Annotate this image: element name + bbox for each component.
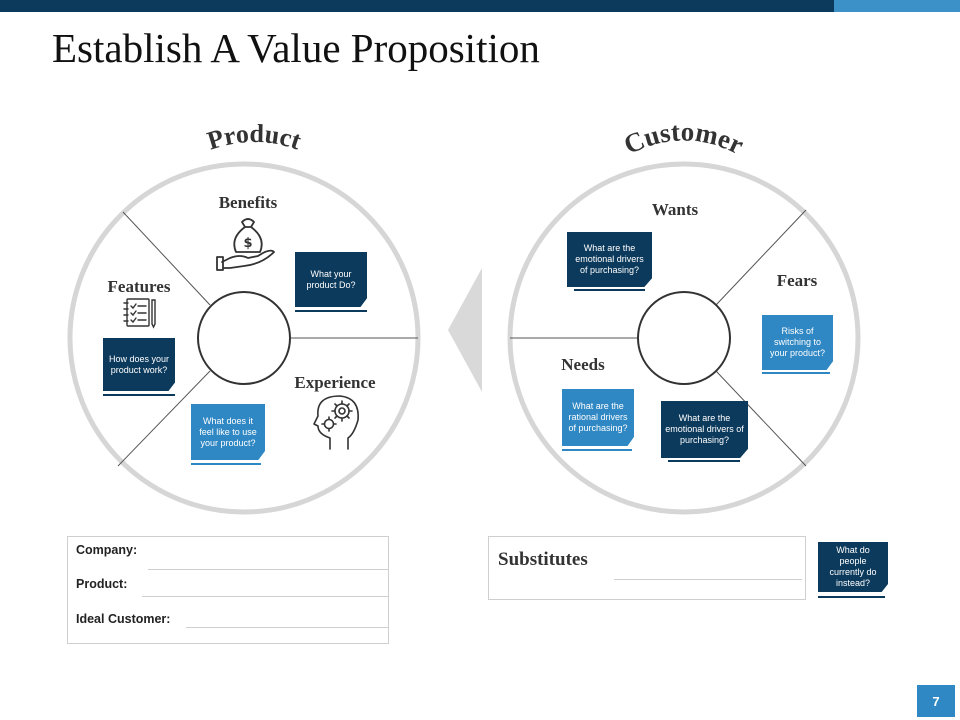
fears-note-underline	[762, 372, 830, 374]
features-label: Features	[108, 277, 171, 296]
needs-note-underline	[562, 449, 632, 451]
product-heading: Product	[204, 119, 305, 156]
product-divider-bottom	[117, 370, 211, 467]
wants-note-underline	[574, 289, 645, 291]
fears-label: Fears	[777, 271, 818, 290]
experience-note: What does it feel like to use your produ…	[191, 404, 265, 460]
features-note: How does your product work?	[103, 338, 175, 391]
wants-label: Wants	[652, 200, 699, 219]
product-hub	[197, 291, 291, 385]
fears-note: Risks of switching to your product?	[762, 315, 833, 370]
page-title: Establish A Value Proposition	[52, 25, 540, 71]
wants-note: What are the emotional drivers of purcha…	[567, 232, 652, 287]
emotional-drivers-note: What are the emotional drivers of purcha…	[661, 401, 748, 458]
ideal-customer-field-line[interactable]	[186, 627, 389, 628]
substitutes-note: What do people currently do instead?	[818, 542, 888, 592]
customer-heading: Customer	[619, 116, 748, 160]
emotional-drivers-note-underline	[668, 460, 740, 462]
head-gears-icon	[313, 395, 359, 450]
benefits-label: Benefits	[219, 193, 278, 212]
money-bag-hand-icon: $	[216, 218, 275, 271]
substitutes-note-underline	[818, 596, 885, 598]
substitutes-field-line[interactable]	[614, 579, 802, 580]
page-number-badge: 7	[917, 685, 955, 717]
product-label: Product:	[76, 577, 128, 591]
product-divider-top	[122, 211, 211, 306]
company-form-box: Company: Product: Ideal Customer:	[67, 536, 389, 644]
customer-divider-top	[715, 209, 807, 306]
svg-text:$: $	[243, 236, 252, 251]
needs-note: What are the rational drivers of purchas…	[562, 389, 634, 446]
top-bar-dark	[0, 0, 834, 12]
benefits-note-underline	[295, 310, 367, 312]
customer-heading-arc: Customer	[619, 116, 748, 160]
substitutes-label: Substitutes	[498, 549, 588, 570]
product-wheel	[67, 161, 421, 515]
product-field-line[interactable]	[142, 596, 389, 597]
company-field-line[interactable]	[148, 569, 389, 570]
product-heading-arc: Product	[204, 119, 305, 156]
connector-arrow	[448, 268, 482, 392]
experience-label: Experience	[294, 373, 376, 392]
substitutes-box: Substitutes	[488, 536, 806, 600]
benefits-note: What your product Do?	[295, 252, 367, 307]
features-note-underline	[103, 394, 175, 396]
top-bar-accent	[834, 0, 960, 12]
customer-hub	[637, 291, 731, 385]
needs-label: Needs	[561, 355, 605, 374]
company-label: Company:	[76, 543, 138, 557]
customer-divider-bottom	[715, 370, 807, 467]
checklist-icon	[123, 298, 156, 329]
ideal-customer-label: Ideal Customer:	[76, 612, 171, 626]
experience-note-underline	[191, 463, 261, 465]
